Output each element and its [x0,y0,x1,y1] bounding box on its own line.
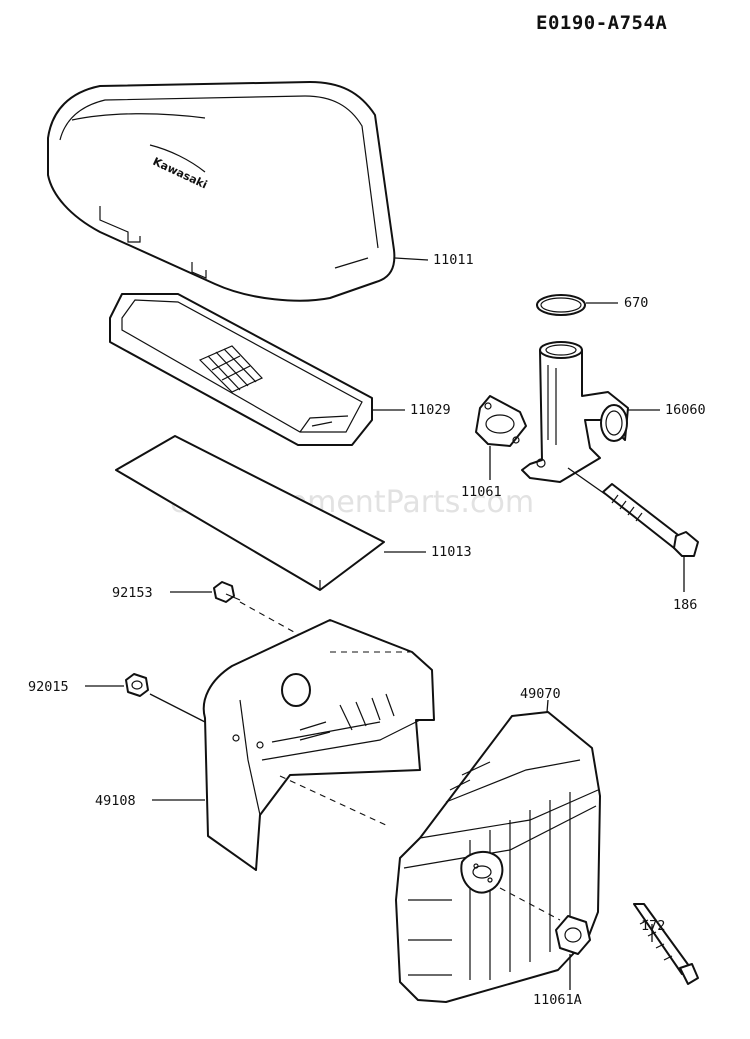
label-11029: 11029 [410,402,451,418]
label-92153: 92153 [112,585,153,601]
gasket [475,395,527,480]
stud [633,903,699,985]
label-49070: 49070 [520,686,561,702]
bolt [567,467,699,592]
muffler-cover [152,619,435,871]
elbow [521,341,660,483]
screw [170,581,331,653]
label-670: 670 [624,295,648,311]
filter-element [109,293,405,446]
label-11011: 11011 [433,252,474,268]
label-11061A: 11061A [533,992,582,1008]
label-92015: 92015 [28,679,69,695]
label-186: 186 [673,597,697,613]
label-172: 172 [641,918,665,934]
muffler [395,699,601,1003]
label-11061: 11061 [461,484,502,500]
diagram-code: E0190-A754A [536,12,668,34]
air-cleaner-cover: Kawasaki [47,81,429,302]
label-49108: 49108 [95,793,136,809]
label-16060: 16060 [665,402,706,418]
muffler-gasket [555,915,591,990]
label-11013: 11013 [431,544,472,560]
pre-cleaner [115,435,426,591]
nut [85,673,206,723]
o-ring [536,294,618,316]
